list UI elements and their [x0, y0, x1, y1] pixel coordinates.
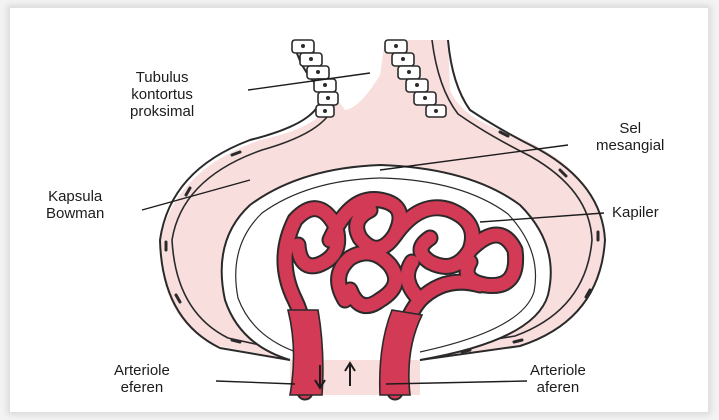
label-arteriole-eferen-line1: Arteriole	[114, 362, 170, 379]
label-arteriole-aferen-line1: Arteriole	[530, 362, 586, 379]
label-arteriole-eferen-line2: eferen	[114, 379, 170, 396]
label-kapsula-line1: Kapsula	[46, 188, 104, 205]
glomerulus-illustration	[10, 8, 708, 412]
label-tubulus-line2: kontortus	[130, 86, 194, 103]
label-tubulus-line3: proksimal	[130, 103, 194, 120]
label-kapiler: Kapiler	[612, 204, 659, 221]
label-tubulus-line1: Tubulus	[130, 69, 194, 86]
label-tubulus-kontortus-proksimal: Tubulus kontortus proksimal	[130, 69, 194, 120]
efferent-arteriole	[288, 310, 323, 395]
diagram-frame	[10, 8, 708, 412]
label-kapsula-bowman: Kapsula Bowman	[46, 188, 104, 222]
label-sel-mesangial: Sel mesangial	[596, 120, 664, 154]
label-sel-mesangial-line2: mesangial	[596, 137, 664, 154]
label-arteriole-aferen-line2: aferen	[530, 379, 586, 396]
label-sel-mesangial-line1: Sel	[596, 120, 664, 137]
label-arteriole-eferen: Arteriole eferen	[114, 362, 170, 396]
label-arteriole-aferen: Arteriole aferen	[530, 362, 586, 396]
label-kapsula-line2: Bowman	[46, 205, 104, 222]
